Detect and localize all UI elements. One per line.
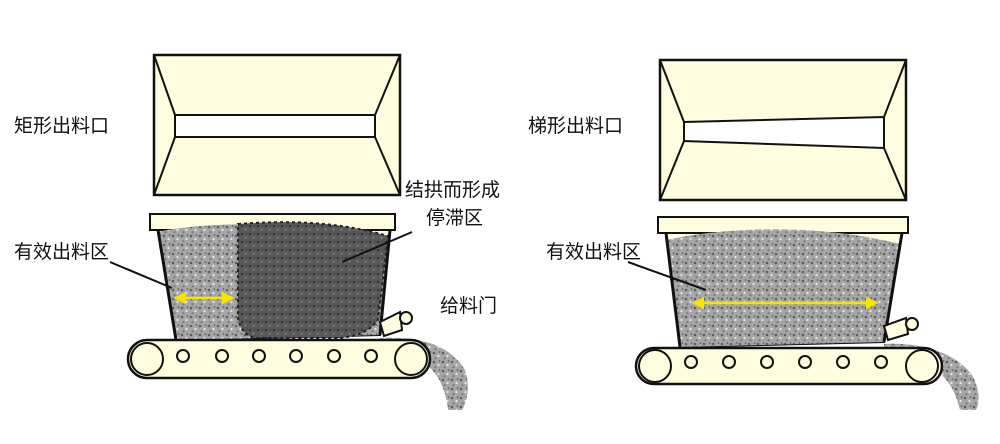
right-feed-gate [882, 316, 910, 342]
left-conveyor [126, 337, 468, 410]
right-conveyor [634, 343, 979, 410]
right-outlet-label: 梯形出料口 [528, 115, 623, 137]
right-effective-label: 有效出料区 [546, 241, 641, 263]
arch-label-line2: 停滞区 [426, 207, 483, 229]
right-effective-leader [627, 261, 707, 291]
left-effective-leader [109, 261, 173, 289]
arch-label-line1: 结拱而形成 [405, 179, 500, 201]
left-hopper [149, 213, 413, 342]
right-effective-material [666, 229, 900, 347]
feed-gate [378, 310, 404, 338]
left-outlet-label: 矩形出料口 [14, 115, 109, 137]
left-effective-label: 有效出料区 [14, 241, 109, 263]
right-outlet-topview [658, 58, 908, 202]
stagnant-zone [237, 221, 390, 339]
left-outlet-topview [152, 53, 402, 197]
right-hopper [657, 216, 919, 349]
gate-label: 给料门 [440, 295, 497, 317]
arch-leader [341, 231, 413, 263]
